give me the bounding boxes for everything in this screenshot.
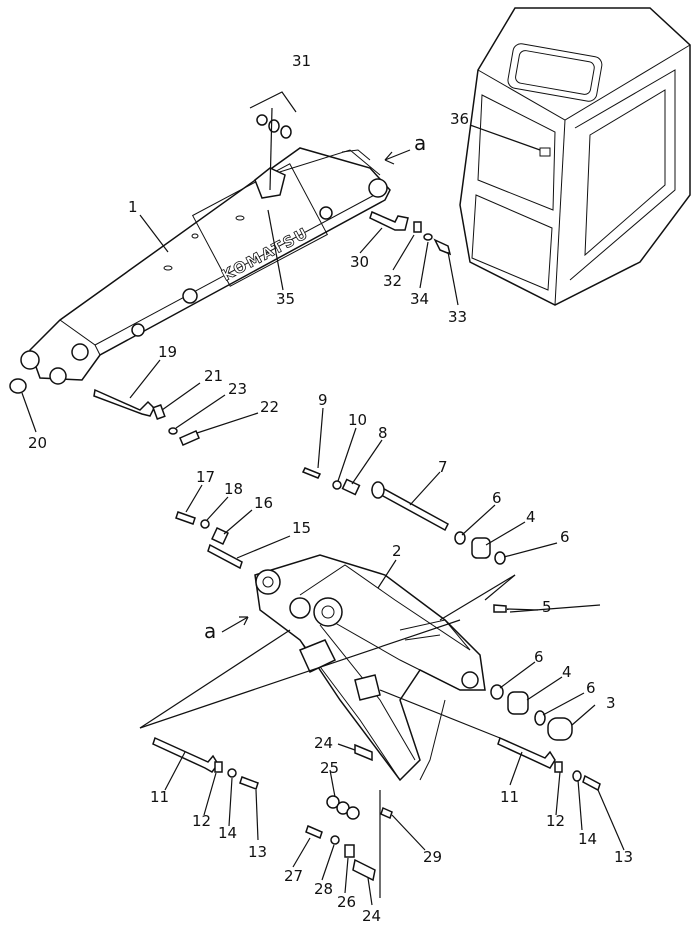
- callout-18: 18: [224, 480, 243, 498]
- callout-20: 20: [28, 434, 47, 452]
- callout-16: 16: [254, 494, 273, 512]
- callout-36: 36: [450, 110, 469, 128]
- callout-1: 1: [128, 198, 138, 216]
- callout-29: 29: [423, 848, 442, 866]
- callout-12-a: 12: [192, 812, 211, 830]
- callout-10: 10: [348, 411, 367, 429]
- callout-7: 7: [438, 458, 448, 476]
- callout-26: 26: [337, 893, 356, 911]
- callout-13-a: 13: [248, 843, 267, 861]
- callout-4-b: 4: [562, 663, 572, 681]
- callout-22: 22: [260, 398, 279, 416]
- boom-bracket: [254, 554, 486, 782]
- pins-and-fasteners: [9, 114, 601, 882]
- callout-labels: 31 a 36 1 30 32 34 33 35 19 21 23 22 20 …: [28, 52, 633, 925]
- callout-11-b: 11: [500, 788, 519, 806]
- callout-23: 23: [228, 380, 247, 398]
- callout-34: 34: [410, 290, 429, 308]
- callout-35: 35: [276, 290, 295, 308]
- callout-21: 21: [204, 367, 223, 385]
- callout-15: 15: [292, 519, 311, 537]
- callout-14-b: 14: [578, 830, 597, 848]
- view-marker-a-top: a: [414, 131, 426, 155]
- view-marker-a-bottom: a: [204, 619, 216, 643]
- callout-12-b: 12: [546, 812, 565, 830]
- callout-24-b: 24: [362, 907, 381, 925]
- callout-25: 25: [320, 759, 339, 777]
- boom-arm: KOMATSU: [20, 147, 391, 385]
- callout-24-a: 24: [314, 734, 333, 752]
- callout-3: 3: [606, 694, 616, 712]
- callout-6-c: 6: [534, 648, 544, 666]
- leader-lines: [21, 91, 625, 906]
- callout-27: 27: [284, 867, 303, 885]
- callout-17: 17: [196, 468, 215, 486]
- callout-5: 5: [542, 598, 552, 616]
- callout-2: 2: [392, 542, 402, 560]
- callout-31: 31: [292, 52, 311, 70]
- callout-6-a: 6: [492, 489, 502, 507]
- callout-11-a: 11: [150, 788, 169, 806]
- callout-32: 32: [383, 272, 402, 290]
- callout-19: 19: [158, 343, 177, 361]
- callout-30: 30: [350, 253, 369, 271]
- callout-4-a: 4: [526, 508, 536, 526]
- callout-33: 33: [448, 308, 467, 326]
- callout-8: 8: [378, 424, 388, 442]
- callout-28: 28: [314, 880, 333, 898]
- callout-6-d: 6: [586, 679, 596, 697]
- operator-cab: [459, 7, 691, 306]
- callout-14-a: 14: [218, 824, 237, 842]
- callout-6-b: 6: [560, 528, 570, 546]
- callout-9: 9: [318, 391, 328, 409]
- callout-13-b: 13: [614, 848, 633, 866]
